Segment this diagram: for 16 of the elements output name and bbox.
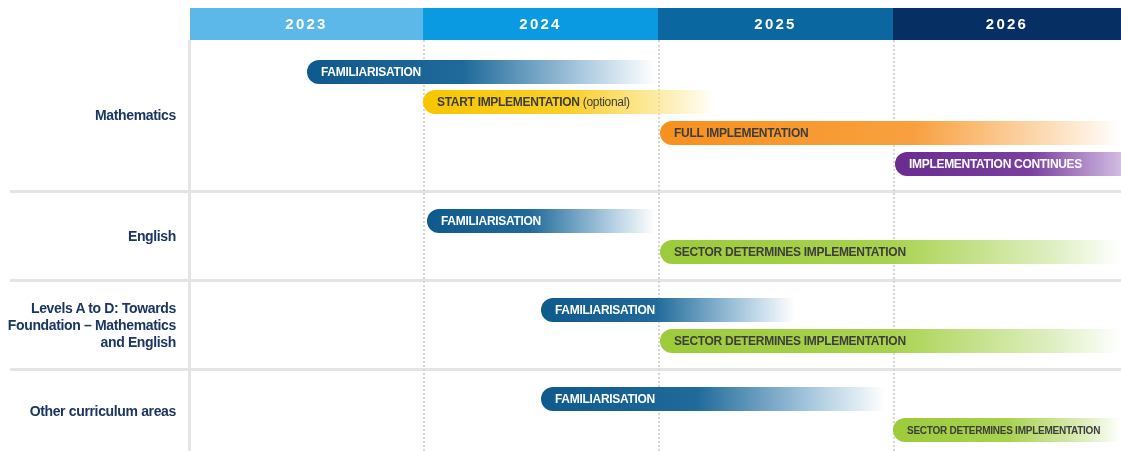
timeline-bar: FAMILIARISATION <box>541 387 885 411</box>
timeline-bar: FULL IMPLEMENTATION <box>660 121 1121 145</box>
timeline-bar: IMPLEMENTATION CONTINUES <box>895 152 1121 176</box>
year-header: 2023 <box>190 8 423 40</box>
row-label: Levels A to D: Towards Foundation – Mathematics and English <box>6 299 176 351</box>
row-label: English <box>127 227 176 245</box>
timeline-bar: START IMPLEMENTATION (optional) <box>423 90 716 114</box>
timeline-bar: FAMILIARISATION <box>541 298 795 322</box>
timeline-bar: SECTOR DETERMINES IMPLEMENTATION <box>893 418 1121 442</box>
year-header: 2024 <box>423 8 658 40</box>
year-header: 2026 <box>893 8 1121 40</box>
year-header: 2025 <box>658 8 893 40</box>
row-label: Other curriculum areas <box>29 402 176 420</box>
timeline-bar: FAMILIARISATION <box>307 60 655 84</box>
row-label: Mathematics <box>95 106 176 124</box>
timeline-bar: FAMILIARISATION <box>427 209 655 233</box>
